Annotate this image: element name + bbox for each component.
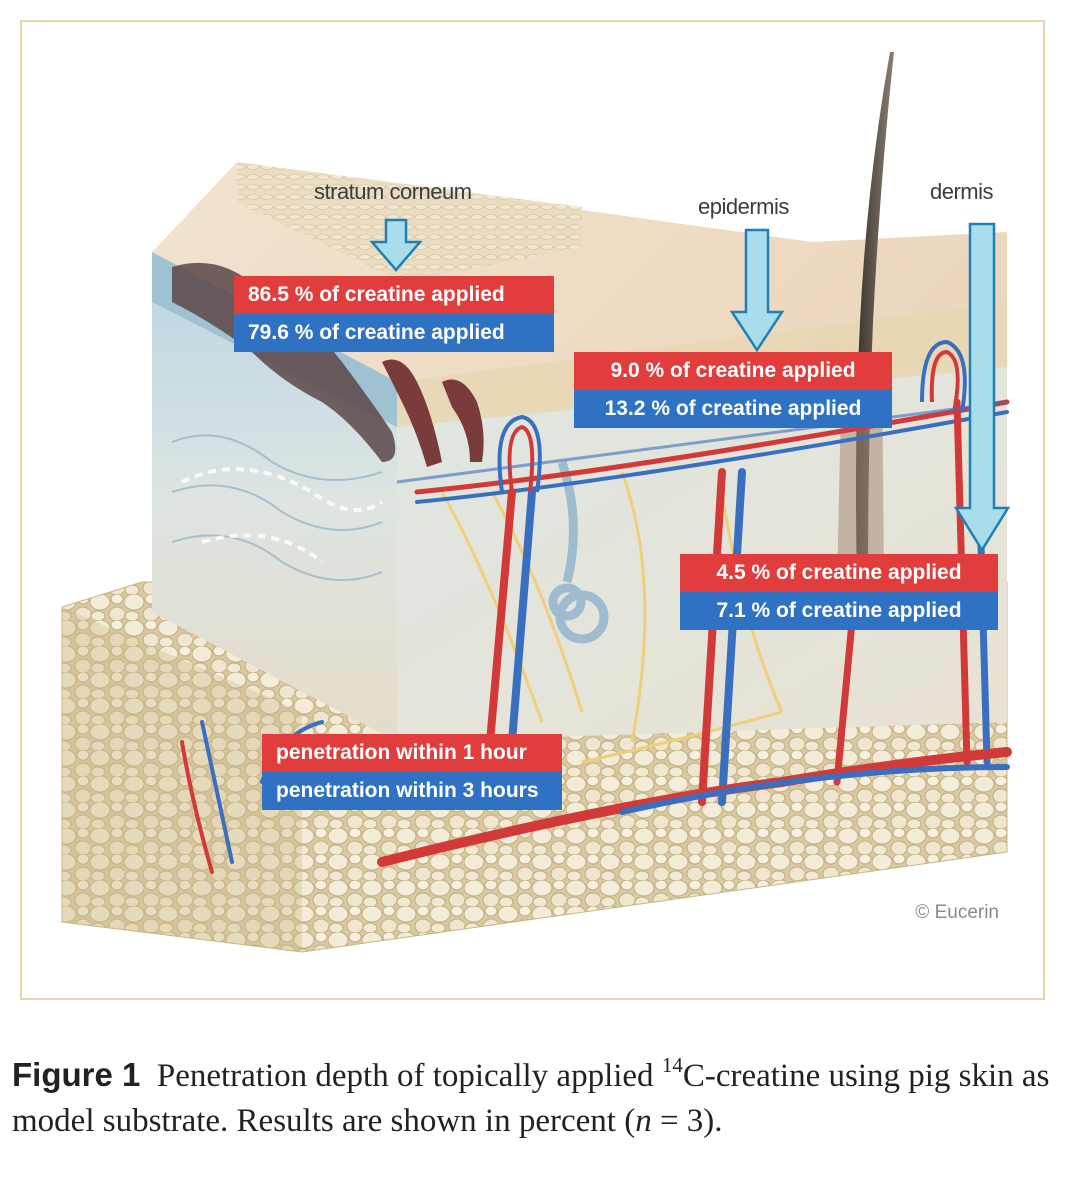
dermis-label: dermis: [930, 179, 994, 204]
stratum-corneum-result-box: 86.5 % of creatine applied 79.6 % of cre…: [234, 276, 554, 352]
epidermis-label: epidermis: [698, 194, 789, 219]
figure-frame: stratum corneum epidermis dermis 86.5 % …: [20, 20, 1045, 1000]
caption-text-start: Penetration depth of topically applied: [156, 1058, 662, 1094]
caption-text-middle: C-creatine using pig skin as model subst…: [12, 1058, 1050, 1139]
caption-text-end: = 3).: [651, 1103, 723, 1139]
skin-cross-section-illustration: [61, 52, 1012, 953]
dermis-1h-value: 4.5 % of creatine applied: [680, 554, 998, 592]
epidermis-result-box: 9.0 % of creatine applied 13.2 % of crea…: [574, 352, 892, 428]
stratum-corneum-1h-value: 86.5 % of creatine applied: [234, 276, 554, 314]
legend-one-hour: penetration within 1 hour: [262, 734, 562, 772]
dermis-3h-value: 7.1 % of creatine applied: [680, 592, 998, 630]
sample-size-symbol: n: [635, 1103, 652, 1139]
figure-label: Figure 1: [12, 1056, 141, 1093]
stratum-corneum-3h-value: 79.6 % of creatine applied: [234, 314, 554, 352]
isotope-superscript: 14: [661, 1053, 683, 1077]
copyright-notice: © Eucerin: [915, 902, 999, 923]
figure-caption: Figure 1 Penetration depth of topically …: [12, 1052, 1052, 1144]
legend-three-hours: penetration within 3 hours: [262, 772, 562, 810]
epidermis-3h-value: 13.2 % of creatine applied: [574, 390, 892, 428]
stratum-corneum-label: stratum corneum: [314, 179, 472, 204]
epidermis-1h-value: 9.0 % of creatine applied: [574, 352, 892, 390]
down-arrow-icon: [370, 218, 422, 272]
dermis-result-box: 4.5 % of creatine applied 7.1 % of creat…: [680, 554, 998, 630]
down-arrow-icon: [954, 222, 1010, 552]
legend-box: penetration within 1 hour penetration wi…: [262, 734, 562, 810]
down-arrow-icon: [730, 228, 784, 352]
